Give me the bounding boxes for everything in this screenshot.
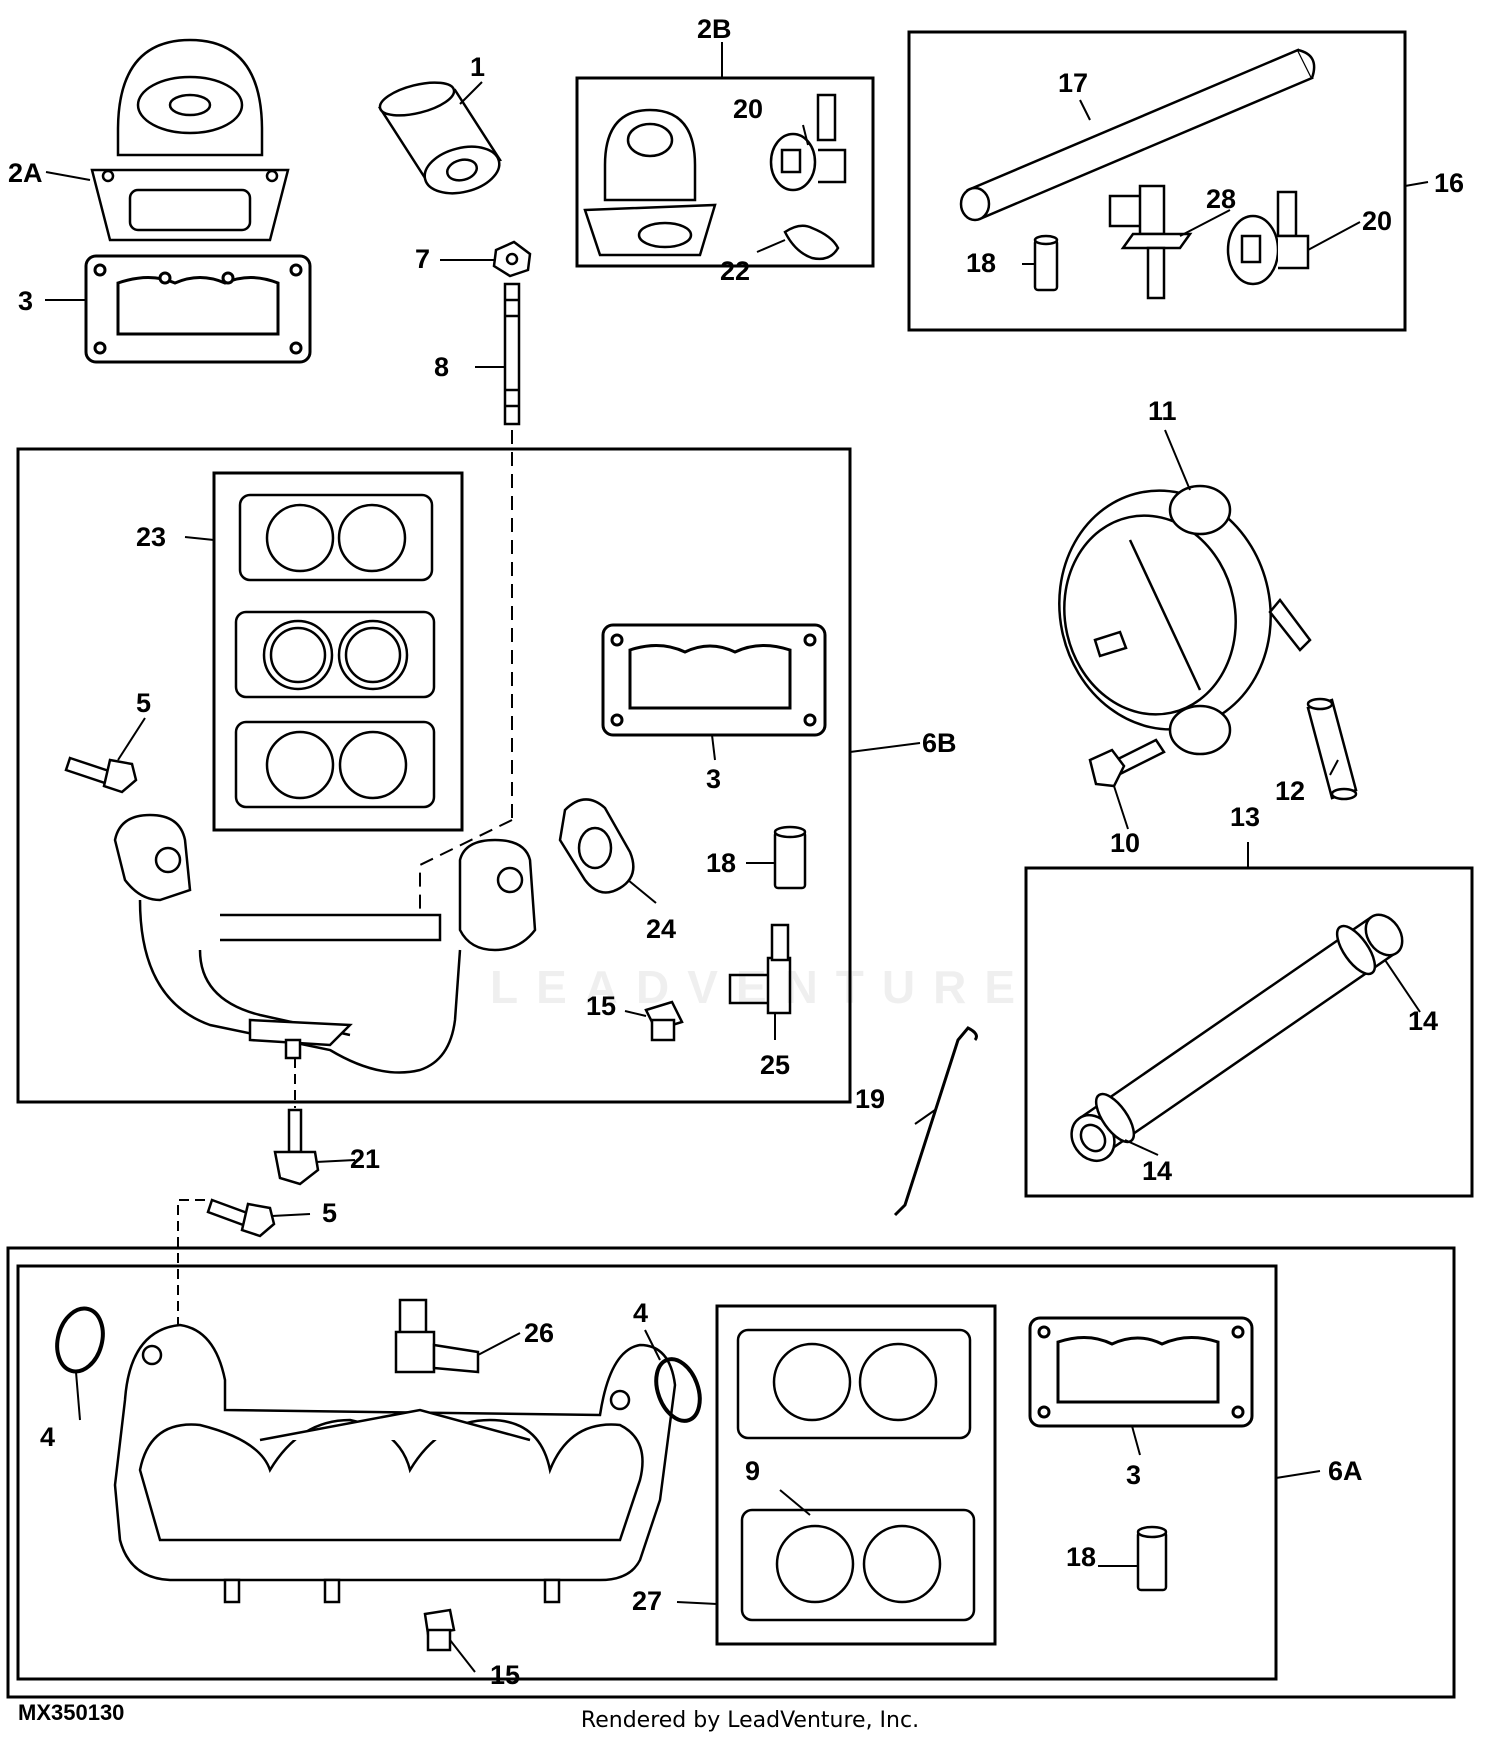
part-7-nut	[492, 240, 532, 278]
bolt-5-guide	[177, 1199, 205, 1325]
part-4-oring-left	[55, 1306, 105, 1374]
watermark: LEADVENTURE	[490, 961, 1034, 1013]
part-2B-pump-assembly	[583, 108, 717, 257]
callout-18-6A: 18	[1066, 1542, 1096, 1572]
part-13-tube-assembly	[1070, 913, 1404, 1163]
group-box-6A-inner	[16, 1264, 1278, 1681]
callout-19: 19	[855, 1084, 885, 1114]
part-24-gasket	[558, 798, 635, 894]
part-17-hose	[959, 48, 1316, 222]
part-15-plug-6B	[644, 1000, 684, 1042]
callout-5-6B: 5	[136, 688, 151, 718]
callout-4-right: 4	[633, 1298, 648, 1328]
group-box-2B	[575, 76, 875, 268]
gasket-box-27	[715, 1304, 997, 1646]
stud-guide-elbow	[419, 819, 513, 935]
part-8-stud	[503, 282, 521, 426]
part-28-fitting	[1108, 184, 1193, 300]
part-11-pump	[1058, 484, 1312, 756]
part-1-filter	[377, 81, 503, 195]
callout-10: 10	[1110, 828, 1140, 858]
callout-labels: 1 2A 2B 3 3 3 4 4 5 5 6A 6B 7 8 9 10 11 …	[8, 14, 1464, 1690]
callout-14-lower: 14	[1142, 1156, 1172, 1186]
callout-9: 9	[745, 1456, 760, 1486]
part-22-gasket-small	[783, 224, 840, 261]
callout-15-6A: 15	[490, 1660, 520, 1690]
callout-3-6A: 3	[1126, 1460, 1141, 1490]
part-14-clamp-upper	[1335, 924, 1377, 976]
callout-14-upper: 14	[1408, 1006, 1438, 1036]
callout-7: 7	[415, 244, 430, 274]
part-18-connector-6A	[1136, 1525, 1168, 1592]
part-18-connector-box16	[1033, 234, 1059, 292]
callout-18-box16: 18	[966, 248, 996, 278]
callout-13: 13	[1230, 802, 1260, 832]
callout-6A: 6A	[1328, 1456, 1363, 1486]
part-3-gasket-6B	[601, 623, 827, 737]
callout-21: 21	[350, 1144, 380, 1174]
callout-8: 8	[434, 352, 449, 382]
part-4-oring-right	[654, 1357, 702, 1423]
callout-2A: 2A	[8, 158, 43, 188]
callout-25: 25	[760, 1050, 790, 1080]
part-14-clamp-lower	[1094, 1092, 1136, 1144]
gasket-set-23	[234, 493, 436, 809]
part-25-elbow	[728, 923, 792, 1015]
exhaust-manifold-6B	[113, 813, 537, 1074]
part-10-bolt	[1088, 738, 1166, 788]
part-19-rod	[893, 1026, 978, 1217]
group-box-16	[907, 30, 1407, 332]
callout-26: 26	[524, 1318, 554, 1348]
callout-17: 17	[1058, 68, 1088, 98]
callout-2B: 2B	[697, 14, 732, 44]
part-3-gasket-top	[84, 254, 312, 364]
callout-6B: 6B	[922, 728, 957, 758]
part-3-gasket-6A	[1028, 1316, 1254, 1428]
part-20-fitting-box16	[1226, 190, 1310, 286]
part-20-fitting-2B	[769, 93, 847, 192]
callout-3-6B: 3	[706, 764, 721, 794]
group-box-6B	[16, 447, 852, 1104]
callout-16: 16	[1434, 168, 1464, 198]
callout-20-box16: 20	[1362, 206, 1392, 236]
callout-24: 24	[646, 914, 676, 944]
callout-18-6B: 18	[706, 848, 736, 878]
part-5-bolt-6B	[64, 756, 138, 794]
callout-1: 1	[470, 52, 485, 82]
callout-11: 11	[1148, 396, 1177, 426]
part-2A-fuel-pump	[90, 38, 290, 242]
part-15-plug-6A	[423, 1608, 456, 1652]
callout-4-left: 4	[40, 1422, 55, 1452]
part-12-tube	[1306, 697, 1358, 801]
gasket-box-23	[212, 471, 464, 832]
callout-5-lower: 5	[322, 1198, 337, 1228]
group-box-6A-outer	[6, 1246, 1456, 1699]
callout-20-2B: 20	[733, 94, 763, 124]
gasket-set-27	[736, 1328, 976, 1622]
callout-22: 22	[720, 256, 750, 286]
callout-15-6B: 15	[586, 991, 616, 1021]
figure-id: MX350130	[18, 1700, 125, 1725]
part-5-bolt-lower	[206, 1198, 276, 1238]
part-26-elbow	[394, 1298, 480, 1374]
part-21-bolt	[273, 1108, 320, 1186]
callout-28: 28	[1206, 184, 1236, 214]
leader-lines	[45, 42, 1429, 1673]
callout-3-top: 3	[18, 286, 33, 316]
callout-23: 23	[136, 522, 166, 552]
callout-27: 27	[632, 1586, 662, 1616]
render-credit: Rendered by LeadVenture, Inc.	[580, 1708, 920, 1733]
intake-manifold-6A	[113, 1323, 677, 1604]
part-18-connector-6B	[773, 825, 807, 890]
callout-12: 12	[1275, 776, 1305, 806]
